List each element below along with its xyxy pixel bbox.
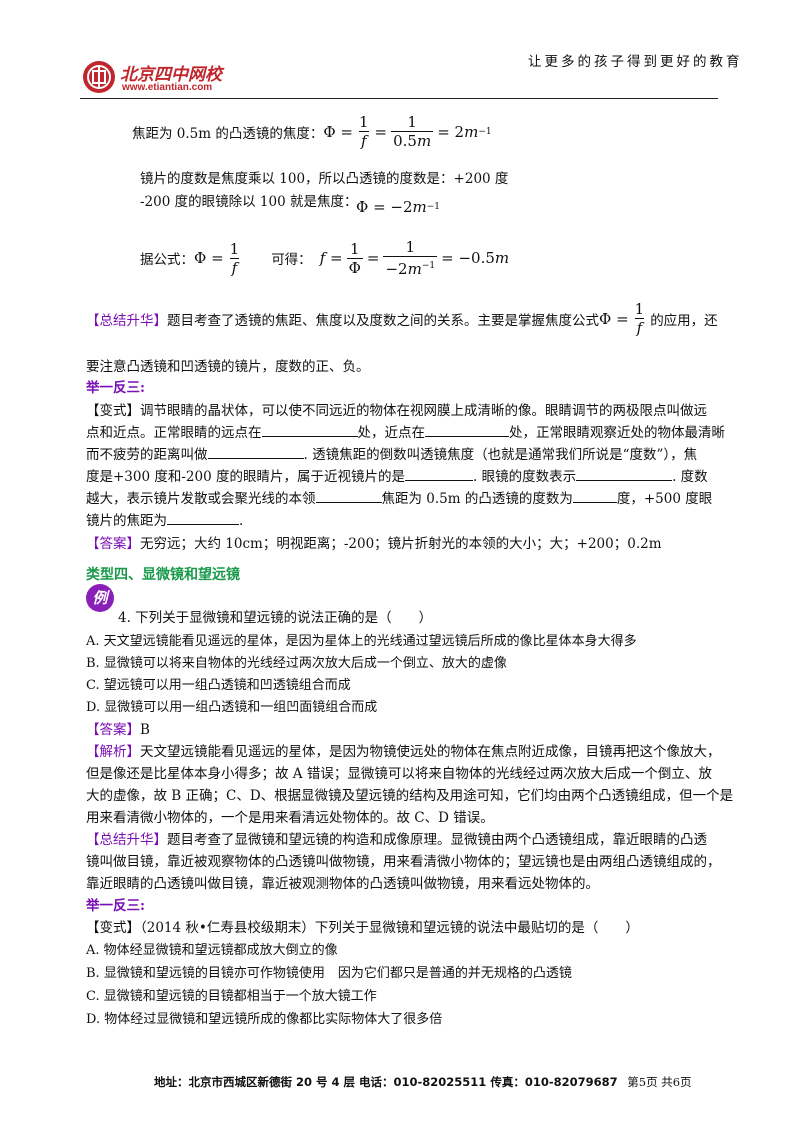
variant-2: 【变式】（2014 秋•仁寿县校级期末）下列关于显微镜和望远镜的说法中最贴切的是… — [86, 920, 639, 936]
blank — [572, 502, 617, 503]
section-title: 类型四、显微镜和望远镜 — [86, 567, 240, 583]
blank — [576, 480, 673, 481]
analysis-line-3: 大的虚像，故 B 正确；C、D、根据显微镜及望远镜的结构及用途可知，它们均由两个… — [86, 788, 734, 804]
practice-heading-2: 举一反三: — [86, 898, 145, 914]
variant-2-option-b: B. 显微镜和望远镜的目镜亦可作物镜使用 因为它们都只是普通的并无规格的凸透镜 — [86, 966, 572, 981]
variant-1-line-4: 度是+300 度和-200 度的眼睛片，属于近视镜片的是. 眼镜的度数表示. 度… — [86, 469, 708, 485]
analysis-line-1: 【解析】天文望远镜能看见遥远的星体，是因为物镜使远处的物体在焦点附近成像，目镜再… — [86, 744, 721, 760]
blank — [405, 480, 473, 481]
question-4: 4. 下列关于显微镜和望远镜的说法正确的是（ ） — [118, 610, 433, 626]
summary-2-line-2: 镜叫做目镜，靠近被观察物体的凸透镜叫做物镜，用来看清微小物体的；望远镜也是由两组… — [86, 854, 721, 870]
summary-1-cont: 要注意凸透镜和凹透镜的镜片，度数的正、负。 — [86, 359, 370, 375]
option-d: D. 显微镜可以用一组凸透镜和一组凹面镜组合而成 — [86, 700, 378, 715]
footer-address: 地址：北京市西城区新德街 20 号 4 层 电话：010-82025511 传真… — [154, 1075, 618, 1089]
option-b: B. 显微镜可以将来自物体的光线经过两次放大后成一个倒立、放大的虚像 — [86, 656, 507, 671]
summary-2-line-3: 靠近眼睛的凸透镜叫做目镜，靠近被观测物体的凸透镜叫做物镜，用来看远处物体的。 — [86, 876, 599, 892]
blank — [167, 524, 239, 525]
line-degree-convex: 镜片的度数是焦度乘以 100，所以凸透镜的度数是：+200 度 — [140, 171, 509, 187]
footer: 地址：北京市西城区新德街 20 号 4 层 电话：010-82025511 传真… — [154, 1074, 692, 1090]
blank — [425, 436, 509, 437]
option-a: A. 天文望远镜能看见遥远的星体，是因为星体上的光线通过望远镜后所成的像比星体本… — [86, 634, 637, 649]
variant-2-option-a: A. 物体经显微镜和望远镜都成放大倒立的像 — [86, 943, 338, 958]
blank — [261, 436, 358, 437]
answer-2: 【答案】B — [86, 722, 150, 738]
analysis-line-4: 用来看清微小物体的，一个是用来看清远处物体的。故 C、D 错误。 — [86, 810, 494, 826]
header-slogan: 让更多的孩子得到更好的教育 — [528, 54, 743, 70]
logo-emblem-icon — [83, 61, 115, 93]
blank — [315, 502, 382, 503]
logo-url: www.etiantian.com — [122, 82, 213, 93]
variant-2-option-d: D. 物体经过显微镜和望远镜所成的像都比实际物体大了很多倍 — [86, 1012, 443, 1027]
analysis-line-2: 但是像还是比星体本身小得多；故 A 错误；显微镜可以将来自物体的光线经过两次放大… — [86, 766, 712, 782]
variant-1-line-5: 越大，表示镜片发散或会聚光线的本领焦距为 0.5m 的凸透镜的度数为度，+500… — [86, 491, 713, 507]
logo-name: 北京四中网校 — [120, 65, 222, 85]
variant-1-line-3: 而不疲劳的距离叫做. 透镜焦距的倒数叫透镜焦度（也就是通常我们所说是“度数”），… — [86, 447, 698, 463]
practice-heading-1: 举一反三: — [86, 380, 145, 396]
summary-1: 【总结升华】 题目考查了透镜的焦距、焦度以及度数之间的关系。主要是掌握焦度公式 … — [86, 300, 718, 337]
variant-2-option-c: C. 显微镜和望远镜的目镜都相当于一个放大镜工作 — [86, 989, 377, 1004]
variant-1-line-2: 点和近点。正常眼睛的远点在处，近点在处，正常眼睛观察近处的物体最清晰 — [86, 425, 725, 441]
header-logo: 北京四中网校 www.etiantian.com — [82, 60, 242, 100]
summary-tag: 【总结升华】 — [86, 312, 167, 329]
header-rule — [80, 98, 718, 99]
line-degree-concave: -200 度的眼镜除以 100 就是焦度： — [140, 194, 358, 210]
answer-1: 【答案】无穷远；大约 10cm；明视距离；-200；镜片折射光的本领的大小；大；… — [86, 536, 662, 552]
variant-1-line-6: 镜片的焦距为. — [86, 513, 244, 529]
option-c: C. 望远镜可以用一组凸透镜和凹透镜组合而成 — [86, 678, 351, 693]
variant-1-line-1: 【变式】调节眼睛的晶状体，可以使不同远近的物体在视网膜上成清晰的像。眼睛调节的两… — [86, 403, 707, 419]
example-icon: 例 — [86, 584, 114, 612]
blank — [207, 458, 304, 459]
summary-2-line-1: 【总结升华】题目考查了显微镜和望远镜的构造和成像原理。显微镜由两个凸透镜组成，靠… — [86, 832, 707, 848]
footer-page: 第5页 共6页 — [627, 1075, 692, 1089]
